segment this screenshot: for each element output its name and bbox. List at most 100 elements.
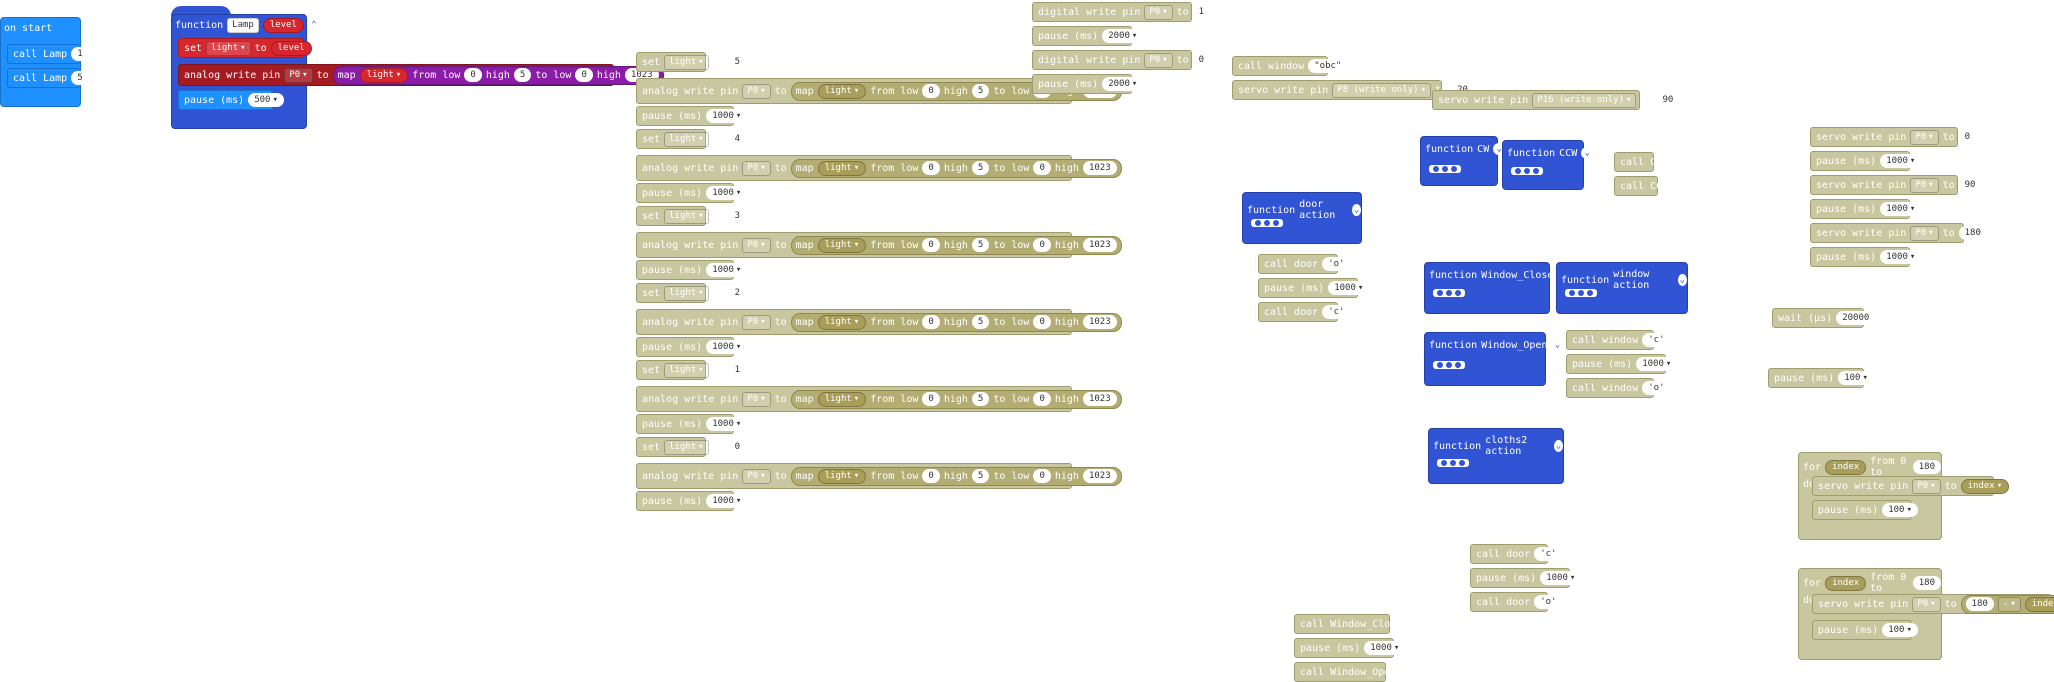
function-window-close[interactable]: function Window_Close ⌄ [1424,262,1570,314]
pause-value[interactable]: 1000 [706,340,748,354]
servo-write-p16[interactable]: servo write pin P16 (write only) to 90 [1432,90,1680,110]
pin-dropdown[interactable]: P8 (write only) [1332,82,1432,98]
value-field[interactable]: 0 [1958,130,1977,144]
to-low-field[interactable]: 0 [1033,392,1051,406]
function-window-open[interactable]: function Window_Open ⌄ [1424,332,1564,386]
operator-dropdown[interactable]: - [1997,596,2021,612]
subtract-block[interactable]: 180 - index [1960,594,2054,614]
analog-write-1[interactable]: analog write pinP0tomaplightfrom low0hig… [636,155,1122,181]
to-low-field[interactable]: 0 [575,68,593,82]
pin-dropdown[interactable]: P0 [1912,478,1941,494]
pause-1000-wc[interactable]: pause (ms) 1000 [1294,638,1406,658]
pin-dropdown[interactable]: P0 [1910,225,1939,241]
arg-field[interactable]: 'o' [1534,595,1563,609]
index-var[interactable]: index [2024,596,2054,612]
set-light-4[interactable]: setlightto1 [636,360,747,380]
pin-dropdown[interactable]: P0 [1910,177,1939,193]
pin-dropdown[interactable]: P0 [1144,4,1173,20]
function-door-action[interactable]: function door action ⌄ [1242,192,1362,244]
pin-dropdown[interactable]: P0 [284,67,313,83]
pause-value[interactable]: 100 [1838,371,1874,385]
from-low-field[interactable]: 0 [922,392,940,406]
to-high-field[interactable]: 1023 [1082,315,1117,329]
from-high-field[interactable]: 5 [971,392,990,406]
pause-value[interactable]: 100 [1882,623,1918,637]
pin-dropdown[interactable]: P0 [1912,596,1941,612]
to-low-field[interactable]: 0 [1033,161,1051,175]
digital-write-0[interactable]: digital write pin P0 to 0 [1032,50,1211,70]
pause-value[interactable]: 2000 [1102,29,1144,43]
pause-value[interactable]: 1000 [706,263,748,277]
to-high-field[interactable]: 1023 [1082,392,1117,406]
for1-pause[interactable]: pause (ms) 100 [1812,500,1918,520]
pause-value[interactable]: 1000 [1880,250,1922,264]
analog-write-0[interactable]: analog write pinP0tomaplightfrom low0hig… [636,78,1122,104]
servo-write-0[interactable]: servo write pin P0 to 0 [1810,127,1977,147]
pause-1000-0[interactable]: pause (ms)1000 [636,106,748,126]
call-window-obc[interactable]: call window "obc" [1232,56,1348,76]
pin-dropdown[interactable]: P0 [742,314,771,330]
pin-dropdown[interactable]: P0 [742,468,771,484]
to-low-field[interactable]: 0 [1033,469,1051,483]
pause-value[interactable]: 1000 [706,494,748,508]
pause-value[interactable]: 2000 [1102,77,1144,91]
call-lamp-1[interactable]: call Lamp 1 [7,44,89,64]
var-dropdown[interactable]: light [664,285,709,301]
for-loop-1[interactable]: for index from 0 to 180 do [1798,452,1942,540]
pin-dropdown[interactable]: P0 [742,237,771,253]
value-field[interactable]: 1 [728,363,747,377]
more-icon[interactable] [1433,361,1465,369]
call-window-o[interactable]: call window 'o' [1566,378,1671,398]
map-var[interactable]: light [817,237,867,253]
from-low-field[interactable]: 0 [922,84,940,98]
pause-2000-a[interactable]: pause (ms) 2000 [1032,26,1144,46]
pin-dropdown[interactable]: P16 (write only) [1532,92,1637,108]
map-var[interactable]: light [817,160,867,176]
pause-1000-s2[interactable]: pause (ms) 1000 [1810,199,1922,219]
var-dropdown[interactable]: light [664,362,709,378]
analog-write-map[interactable]: analog write pin P0 to map light from lo… [178,64,664,86]
to-value[interactable]: 180 [1912,576,1941,590]
more-icon[interactable] [1511,167,1543,175]
pause-value[interactable]: 1000 [1880,202,1922,216]
pause-value[interactable]: 500 [248,93,284,107]
pin-dropdown[interactable]: P0 [1144,52,1173,68]
analog-write-4[interactable]: analog write pinP0tomaplightfrom low0hig… [636,386,1122,412]
value-field[interactable]: 2 [728,286,747,300]
var-dropdown[interactable]: light [664,439,709,455]
call-ccw[interactable]: call CCW [1614,176,1668,196]
index-var[interactable]: index [1825,575,1867,591]
pause-1000-4[interactable]: pause (ms)1000 [636,414,748,434]
to-high-field[interactable]: 1023 [1082,238,1117,252]
pause-value[interactable]: 100 [1882,503,1918,517]
from-high-field[interactable]: 5 [971,238,990,252]
call-lamp-5[interactable]: call Lamp 5 [7,68,89,88]
call-door-o-2[interactable]: call door 'o' [1470,592,1563,612]
pause-1000-s3[interactable]: pause (ms) 1000 [1810,247,1922,267]
map-var[interactable]: light [817,391,867,407]
from-low-field[interactable]: 0 [922,315,940,329]
index-var[interactable]: index [1825,459,1867,475]
pause-1000-3[interactable]: pause (ms)1000 [636,337,748,357]
call-window-c[interactable]: call window 'c' [1566,330,1671,350]
function-ccw[interactable]: function CCW ⌄ [1502,140,1594,190]
arg-field[interactable]: 'c' [1642,333,1671,347]
for-loop-2[interactable]: for index from 0 to 180 do [1798,568,1942,660]
pause-value[interactable]: 1000 [1636,357,1678,371]
from-high-field[interactable]: 5 [971,161,990,175]
set-light-2[interactable]: setlightto3 [636,206,747,226]
map-var[interactable]: light [817,468,867,484]
function-name-field[interactable]: Lamp [227,18,259,33]
value-field[interactable]: 5 [728,55,747,69]
from-low-field[interactable]: 0 [922,469,940,483]
wait-value[interactable]: 20000 [1836,311,1876,325]
var-dropdown[interactable]: light [206,40,251,56]
call-door-c[interactable]: call door 'c' [1258,302,1351,322]
index-var[interactable]: index [1960,478,2010,494]
for2-servo[interactable]: servo write pin P0 to 180 - index [1812,594,2054,614]
pause-value[interactable]: 1000 [1364,641,1406,655]
to-value[interactable]: 180 [1912,460,1941,474]
value-field[interactable]: 0 [1192,53,1211,67]
analog-write-2[interactable]: analog write pinP0tomaplightfrom low0hig… [636,232,1122,258]
